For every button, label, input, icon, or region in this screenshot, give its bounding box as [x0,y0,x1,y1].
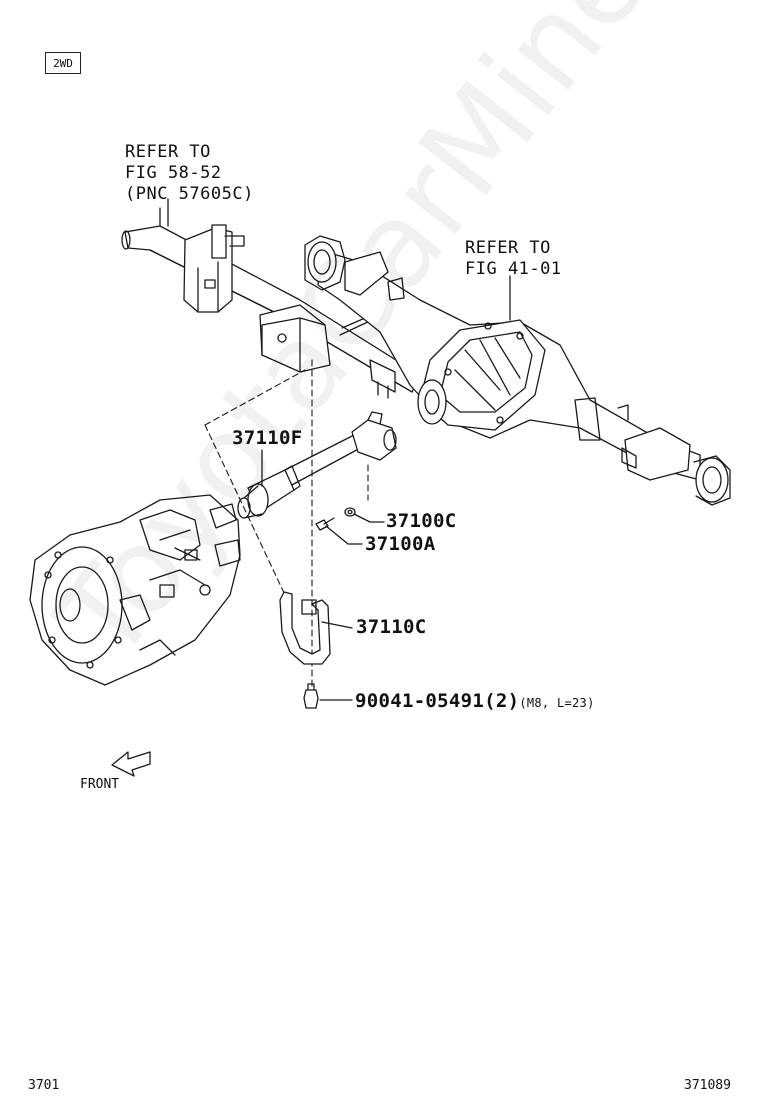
frame-reference-line-2: FIG 58-52 [125,163,222,183]
transmission-drawing [29,494,241,686]
part-label-37100A[interactable]: 37100A [365,533,436,555]
front-direction-label: FRONT [80,777,120,792]
installation-guide-lines [204,359,369,691]
support-bracket-drawing [279,591,331,665]
part-leader-lines [261,449,385,701]
part-label-90041-05491[interactable]: 90041-05491(2)(M8, L=23) [355,690,595,712]
variant-badge: 2WD [45,52,81,74]
frame-crossmember-drawing [121,207,421,399]
washer-drawing [344,507,356,517]
axle-reference-callout[interactable]: REFER TO FIG 41-01 [465,238,562,280]
part-spec-90041-05491: (M8, L=23) [519,696,595,710]
figure-code: 371089 [684,1078,731,1093]
axle-reference-line-2: FIG 41-01 [465,259,562,279]
propeller-shaft-drawing [237,411,397,519]
frame-reference-line-3: (PNC 57605C) [125,184,254,204]
frame-reference-callout[interactable]: REFER TO FIG 58-52 (PNC 57605C) [125,142,254,205]
front-arrow-icon [111,751,151,777]
mounting-bolt-drawing [303,683,319,709]
part-label-37100C[interactable]: 37100C [386,510,457,532]
frame-reference-line-1: REFER TO [125,142,211,162]
page-code: 3701 [28,1078,60,1093]
part-number-90041-05491: 90041-05491(2) [355,690,520,712]
bolt-drawing [315,517,335,531]
part-label-37110F[interactable]: 37110F [232,427,303,449]
rear-axle-housing-drawing [304,235,731,506]
axle-reference-line-1: REFER TO [465,238,551,258]
part-label-37110C[interactable]: 37110C [356,616,427,638]
